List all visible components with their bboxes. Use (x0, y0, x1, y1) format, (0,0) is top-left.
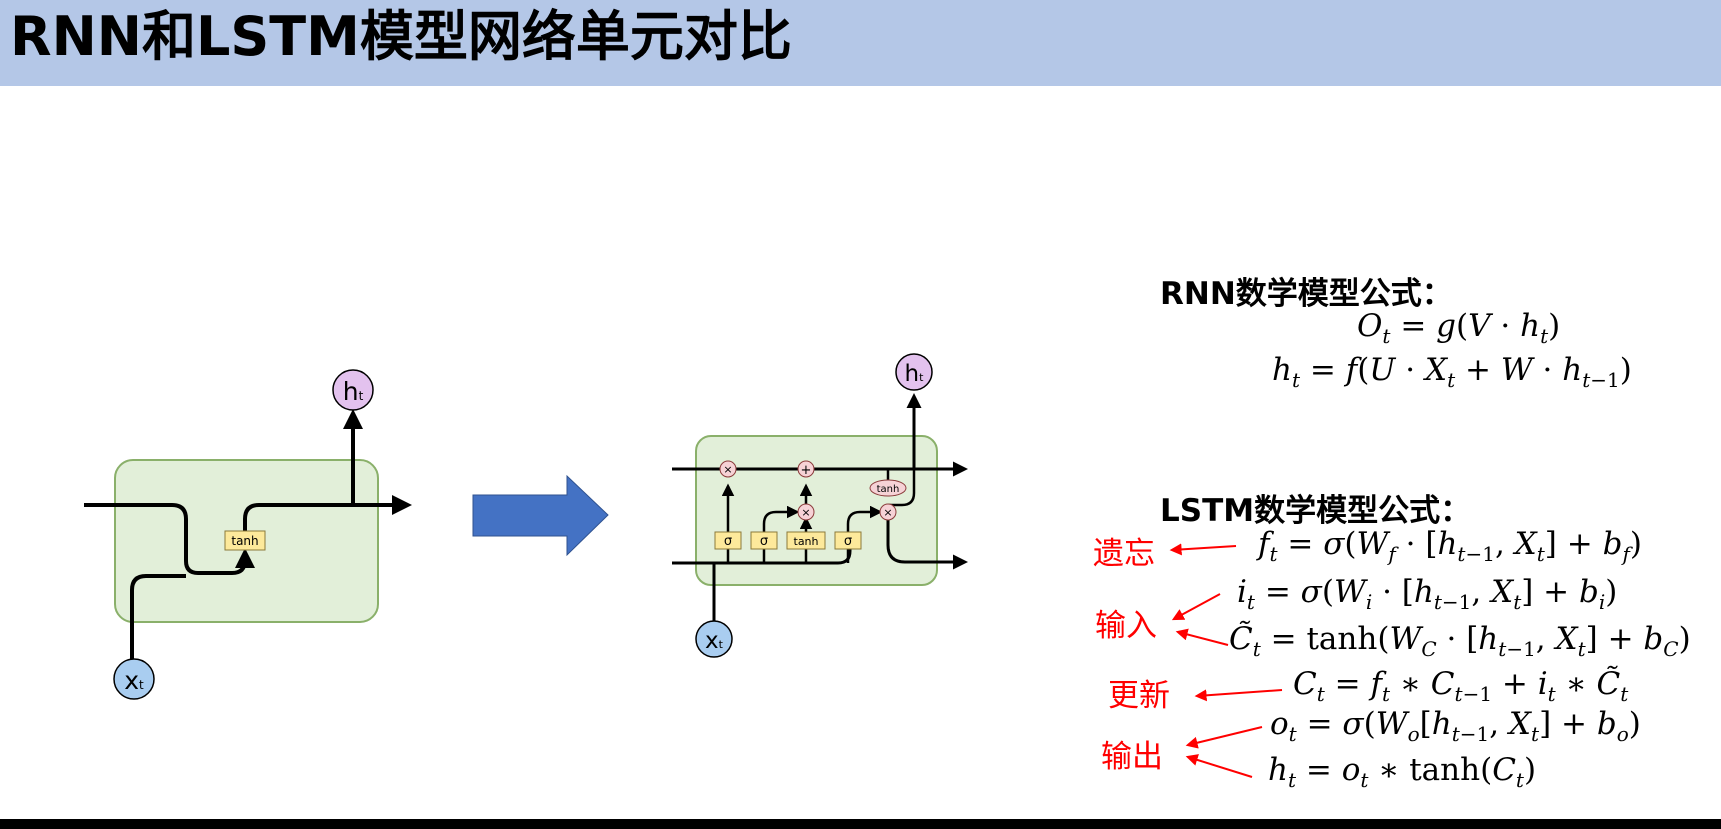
lstm-formula-forget: ft = σ(Wf · [ht−1, Xt] + bf) (1258, 526, 1642, 567)
lstm-formula-input: it = σ(Wi · [ht−1, Xt] + bi) (1237, 574, 1618, 615)
lstm-cell: σ σ tanh σ × + × tanh (672, 353, 968, 658)
svg-text:ht: ht (343, 377, 364, 406)
lstm-gate-label-1: σ (760, 534, 768, 549)
lstm-tanh-gate: tanh (786, 531, 826, 550)
svg-text:ht: ht (905, 361, 925, 387)
annotation-update: 更新 (1108, 678, 1170, 714)
lstm-gate-label-2: tanh (794, 535, 819, 548)
svg-text:+: + (801, 463, 812, 478)
rnn-output-sub: t (359, 389, 364, 403)
lstm-input-sub: t (719, 638, 724, 651)
rnn-output-label: h (343, 377, 359, 406)
rnn-input-label: x (124, 666, 139, 695)
svg-text:×: × (801, 506, 810, 519)
lstm-output-node: ht (895, 353, 933, 391)
header-bar: RNN和LSTM模型网络单元对比 (0, 0, 1721, 86)
lstm-forget-gate: σ (714, 531, 742, 550)
lstm-gate-label-3: σ (844, 534, 852, 549)
annotation-forget: 遗忘 (1093, 536, 1155, 572)
svg-text:xt: xt (705, 628, 724, 654)
annotation-output: 输出 (1101, 739, 1163, 775)
lstm-output-multiply-op: × (879, 503, 897, 521)
page-title: RNN和LSTM模型网络单元对比 (10, 5, 792, 68)
diagrams-canvas: tanh xt ht (84, 353, 1283, 778)
lstm-formula-cell: Ct = ft ∗ Ct−1 + it ∗ C̃t (1293, 666, 1629, 707)
bottom-bar (0, 819, 1721, 829)
rnn-tanh-label: tanh (231, 534, 258, 548)
lstm-input-multiply-op: × (797, 503, 815, 521)
lstm-output-gate: σ (834, 531, 862, 550)
svg-text:×: × (883, 506, 892, 519)
lstm-forget-multiply-op: × (719, 460, 737, 478)
rnn-formula-output: Ot = g(V · ht) (1357, 308, 1561, 349)
lstm-formula-hidden: ht = ot ∗ tanh(Ct) (1268, 752, 1537, 793)
rnn-cell: tanh xt ht (84, 369, 412, 700)
svg-text:×: × (723, 463, 732, 476)
annotation-arrows (1169, 543, 1283, 778)
lstm-gate-label-0: σ (724, 534, 732, 549)
annotation-input: 输入 (1095, 608, 1157, 644)
lstm-formula-candidate: C̃t = tanh(WC · [ht−1, Xt] + bC) (1229, 621, 1691, 662)
rnn-formula-hidden: ht = f(U · Xt + W · ht−1) (1272, 352, 1632, 393)
lstm-formula-title: LSTM数学模型公式： (1160, 493, 1472, 529)
lstm-output-label: h (905, 361, 920, 387)
rnn-input-node: xt (113, 658, 155, 700)
rnn-tanh-gate: tanh (224, 530, 266, 551)
rnn-output-node: ht (332, 369, 374, 411)
rnn-input-sub: t (139, 678, 144, 692)
svg-text:tanh: tanh (877, 484, 900, 495)
transition-arrow (472, 474, 609, 557)
svg-text:xt: xt (124, 666, 144, 695)
lstm-input-gate: σ (750, 531, 778, 550)
lstm-output-sub: t (919, 371, 924, 384)
lstm-add-op: + (797, 460, 815, 478)
lstm-input-node: xt (695, 620, 733, 658)
lstm-input-label: x (705, 628, 719, 654)
lstm-tanh-op: tanh (869, 479, 907, 497)
lstm-formula-output: ot = σ(Wo[ht−1, Xt] + bo) (1270, 706, 1641, 747)
rnn-formula-title: RNN数学模型公式： (1160, 276, 1453, 312)
